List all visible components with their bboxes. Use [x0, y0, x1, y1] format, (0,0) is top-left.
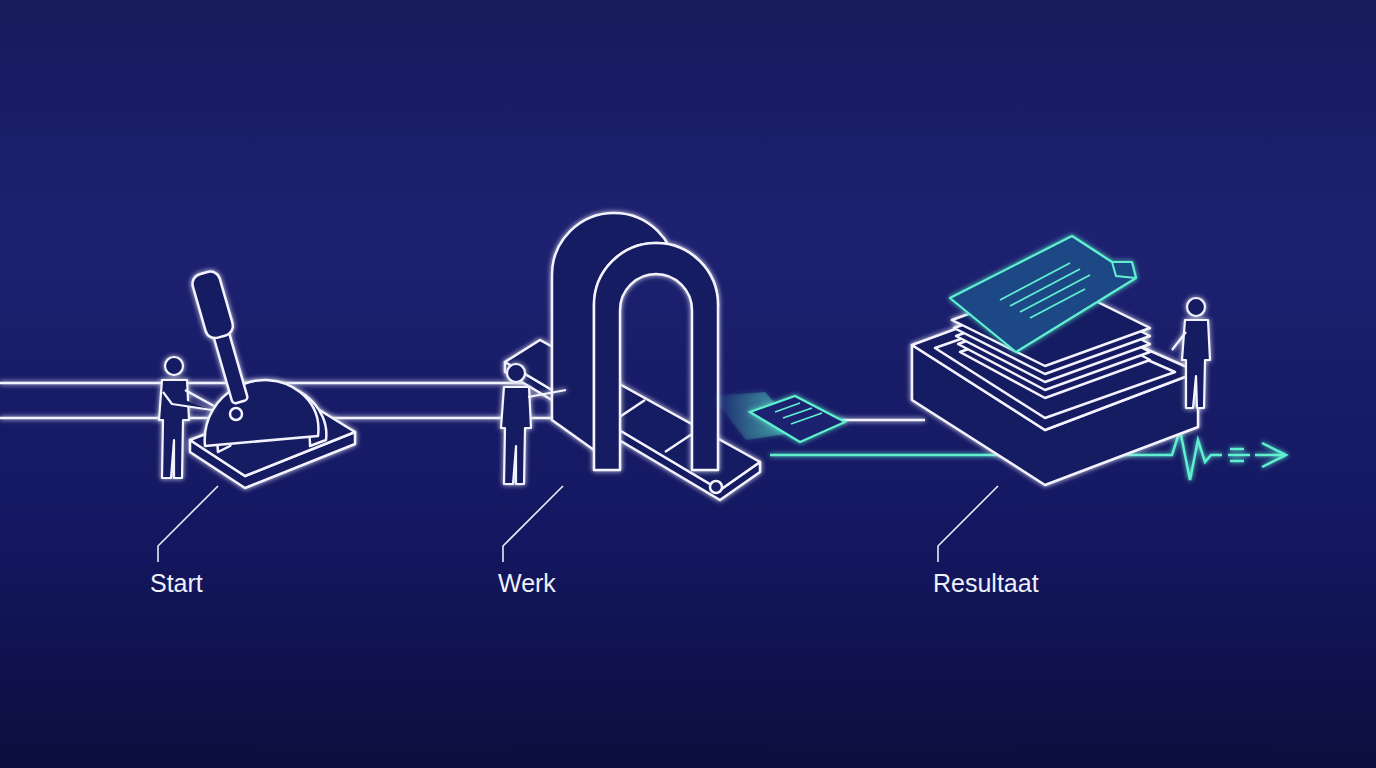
document-on-belt [775, 403, 800, 412]
person-figure [1187, 298, 1205, 316]
stage-label: Werk [498, 568, 556, 598]
teal-flow-line [1230, 448, 1244, 451]
person-figure [528, 390, 566, 397]
teal-flow-line [1228, 454, 1250, 457]
document-on-belt [791, 413, 822, 424]
person-figure [501, 387, 531, 484]
person-figure [507, 364, 525, 382]
lever-machine [190, 269, 235, 340]
result-document [1112, 262, 1136, 278]
document-on-belt [783, 408, 812, 418]
person-figure [501, 364, 566, 484]
document-on-belt [712, 392, 845, 442]
leader-line [503, 486, 563, 562]
result-document [950, 236, 1136, 352]
stage-label: Resultaat [933, 568, 1039, 598]
lever-machine [205, 380, 319, 446]
teal-flow-line [1255, 454, 1284, 457]
person-figure [1172, 332, 1186, 350]
document-on-belt [750, 396, 845, 442]
lever-machine [190, 269, 254, 406]
conveyor-belt [505, 340, 760, 500]
lever-machine [213, 331, 248, 405]
person-figure [165, 357, 183, 375]
teal-flow-line [1262, 443, 1286, 467]
result-document [1000, 263, 1070, 300]
result-document [950, 236, 1136, 352]
conveyor-belt [505, 340, 760, 490]
scanner-arch [594, 243, 718, 470]
result-document [1030, 289, 1085, 318]
conveyor-belt [710, 481, 722, 493]
leader-line [158, 486, 998, 562]
leader-line [938, 486, 998, 562]
lever-machine [230, 408, 242, 420]
teal-flow-line [1230, 460, 1244, 463]
person-figure [1172, 298, 1210, 408]
stage-label: Start [150, 568, 203, 598]
result-document [1010, 269, 1080, 306]
leader-line [158, 486, 218, 562]
scanner-arch [552, 213, 718, 470]
result-document [1000, 263, 1090, 318]
result-document [1020, 275, 1090, 312]
person-figure [163, 392, 212, 410]
lever-machine [190, 269, 355, 488]
person-figure [159, 357, 214, 478]
person-figure [159, 380, 189, 478]
